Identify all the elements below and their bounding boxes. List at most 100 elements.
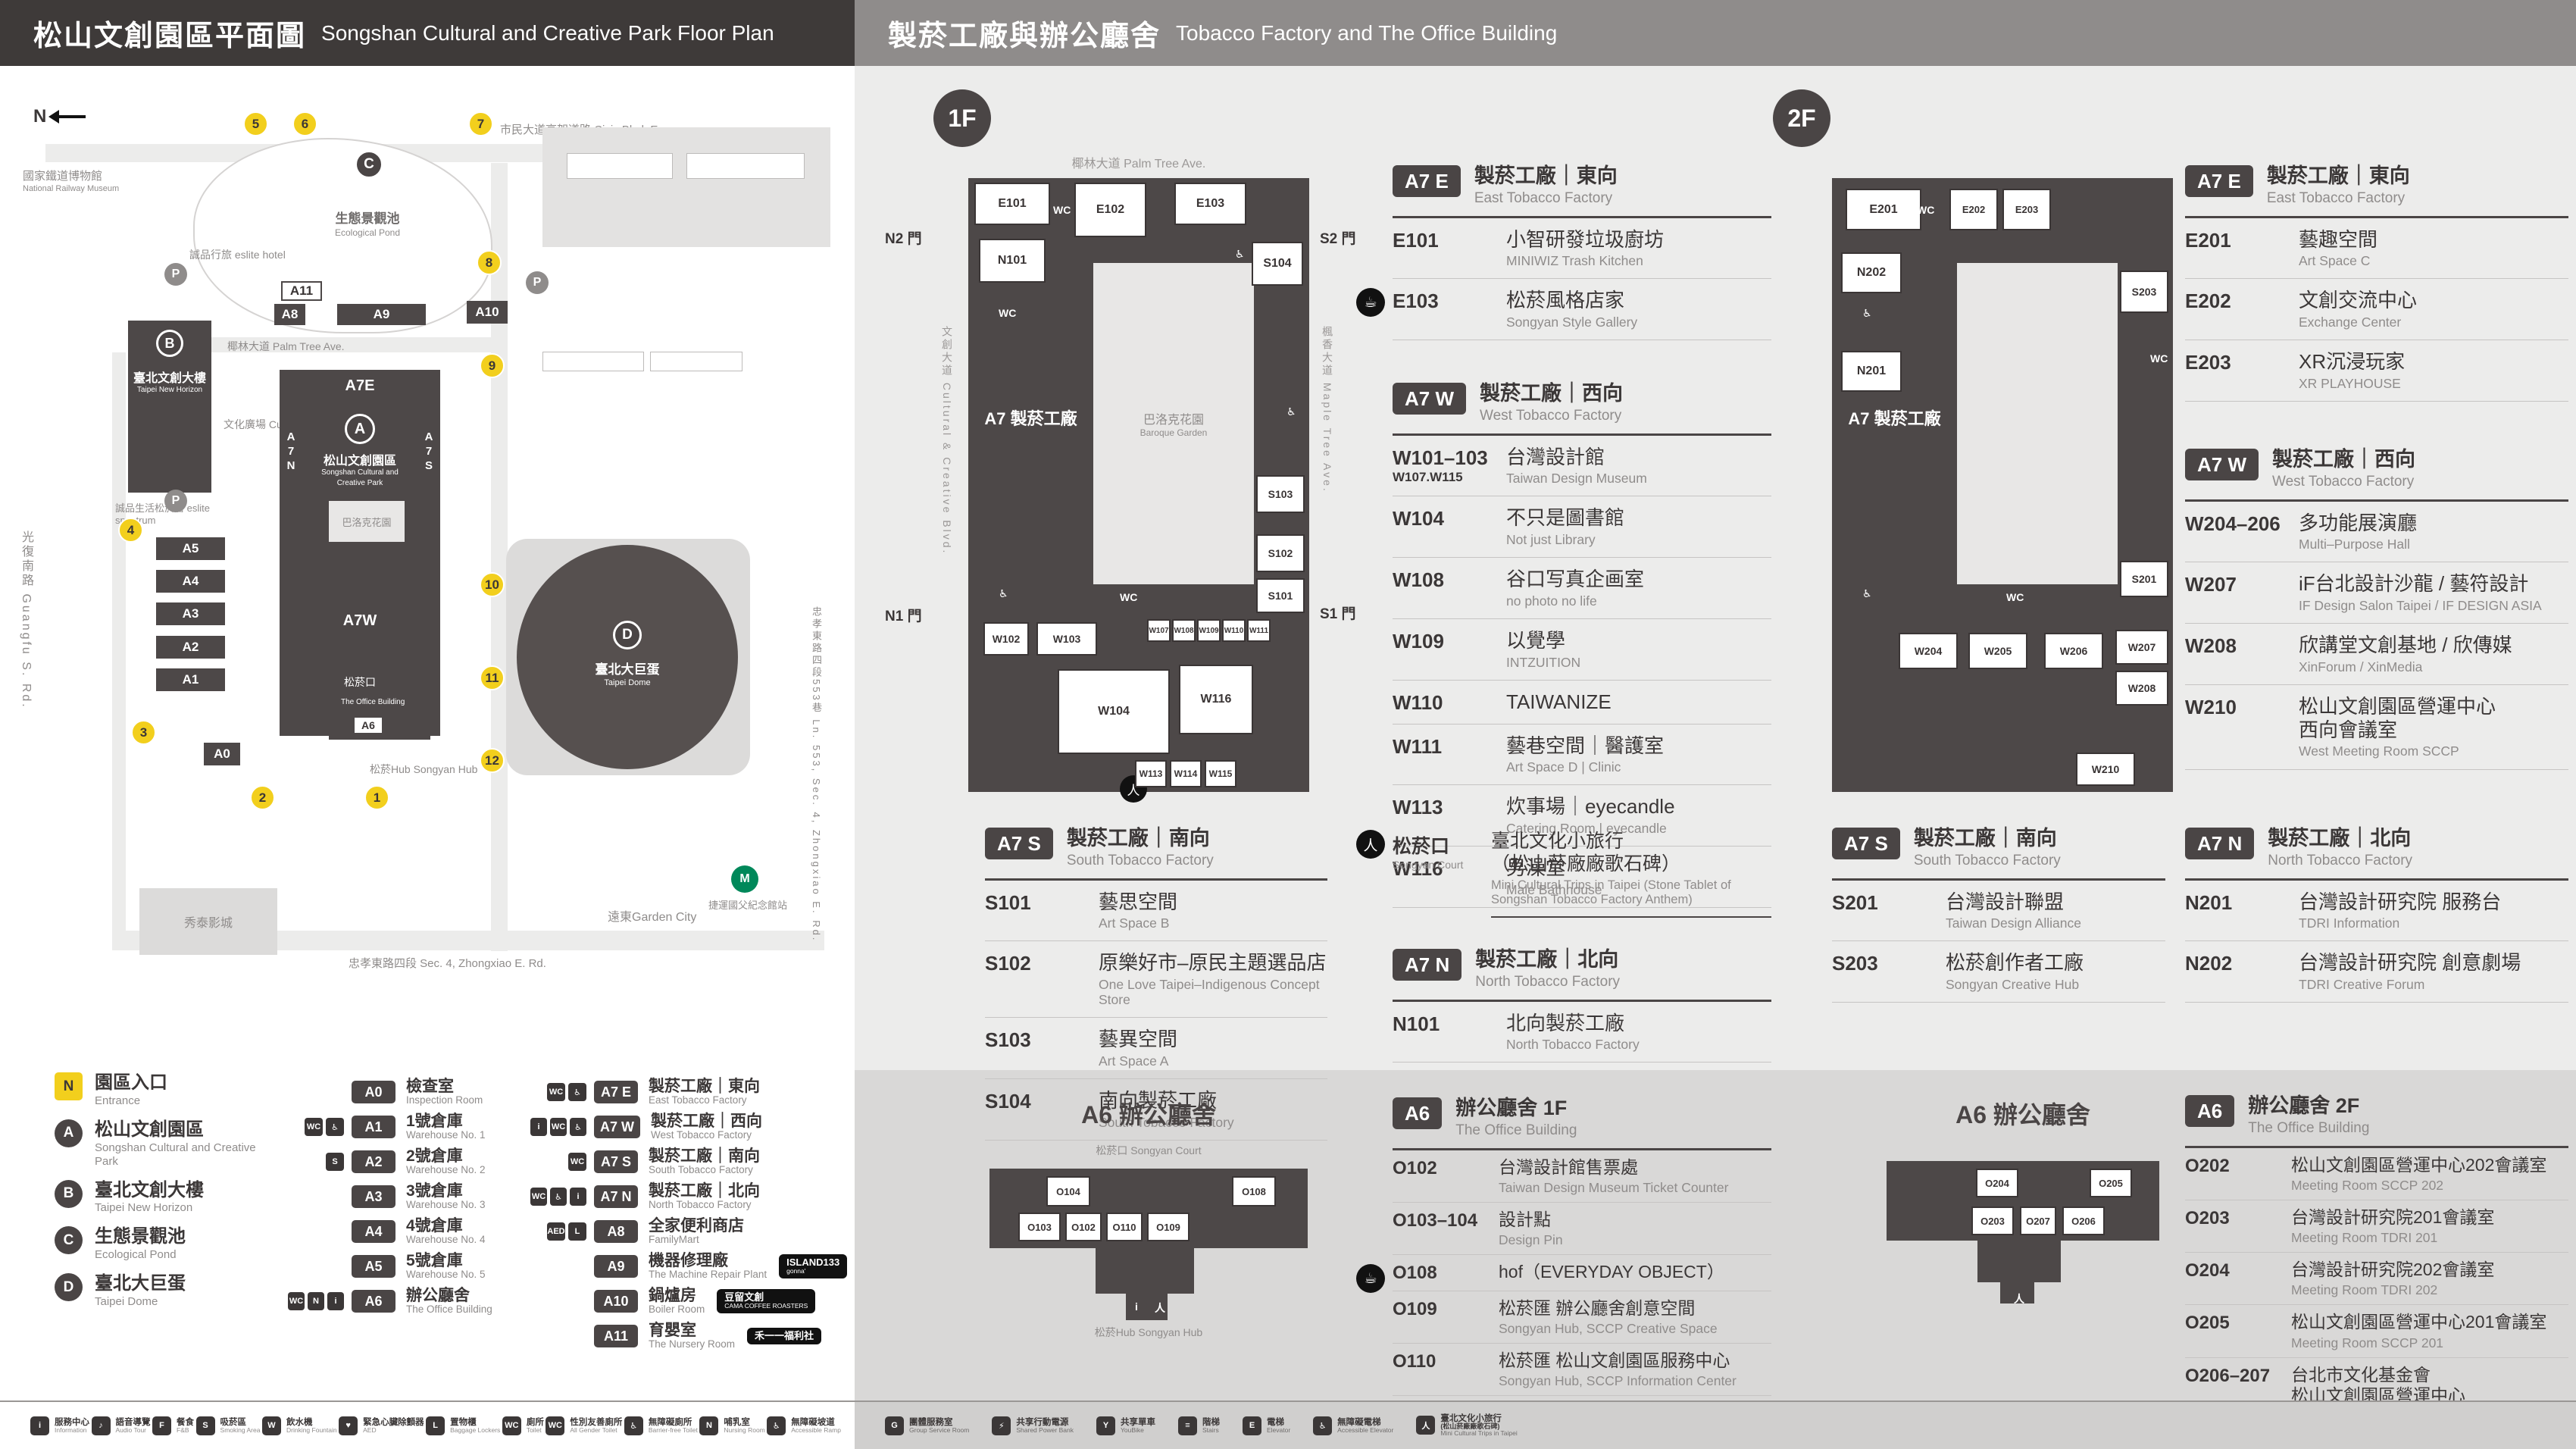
neighbor-building <box>686 153 805 179</box>
taipei-dome-oval: D 臺北大巨蛋 Taipei Dome <box>517 545 738 769</box>
amenity-mini-icon: ♿ <box>568 1083 586 1101</box>
section-badge: A7 W <box>1393 383 1466 415</box>
amenity-mini-icon: i <box>570 1188 586 1206</box>
entrance-marker-6: 6 <box>292 111 317 136</box>
plan-amenity-icon: ♿ <box>999 587 1008 599</box>
plan-amenity-icon: WC <box>1917 204 1935 216</box>
amenity-icon: WC <box>546 1416 565 1435</box>
cinema-block: 秀泰影城 <box>139 888 277 955</box>
amenity-icon: ♿ <box>624 1416 643 1435</box>
left-header-title-en: Songshan Cultural and Creative Park Floo… <box>321 20 774 45</box>
plan-amenity-icon: ♿ <box>1235 248 1245 260</box>
room-w113: W113 <box>1135 760 1167 787</box>
room-o203: O203 <box>1971 1206 2014 1235</box>
building-code-badge: A10 <box>594 1290 638 1313</box>
amenity-item: F 餐食 F&B <box>152 1416 194 1435</box>
mrt-station-label: 捷運國父紀念館站 <box>708 900 787 911</box>
amenity-bar-right: G 團體服務室 Group Service Room ⚡ 共享行動電源 <box>855 1402 2576 1449</box>
entrance-marker-7: 7 <box>468 111 493 136</box>
legend-amenity-icons: WC♿ <box>530 1083 594 1101</box>
tenant-tag: ISLAND133 gonna' <box>779 1254 848 1278</box>
building-a6-office: The Office Building A6 <box>329 690 430 740</box>
amenity-mini-icon: AED <box>547 1222 565 1241</box>
baroque-garden: 巴洛克花園 <box>329 501 405 542</box>
legend-amenity-icons: WC♿i <box>530 1188 594 1206</box>
room-o104: O104 <box>1046 1176 1090 1206</box>
legend-row: A9 機器修理廠 The Machine Repair Plant ISLAND… <box>530 1249 856 1284</box>
road-cultural-blvd <box>112 352 126 936</box>
legend-marker-row: D 臺北大巨蛋 Taipei Dome <box>55 1273 312 1309</box>
north-compass: N <box>33 106 86 127</box>
room-n201: N201 <box>1841 351 1902 392</box>
room-s203: S203 <box>2120 271 2168 313</box>
section-badge: A7 E <box>2185 165 2253 197</box>
amenity-item: E 電梯 Elevator <box>1242 1416 1290 1435</box>
entrance-marker-11: 11 <box>480 665 505 690</box>
building-code-badge: A5 <box>352 1255 395 1278</box>
amenity-mini-icon: WC <box>547 1083 565 1101</box>
a7w-map-label: A7W <box>342 612 377 629</box>
ecological-pond <box>193 138 492 333</box>
marker-a: A <box>345 414 375 444</box>
a7-building-label-1f: A7 製菸工廠 <box>984 409 1077 428</box>
plan-amenity-icon: WC <box>1053 204 1071 216</box>
amenity-icon: ♪ <box>91 1416 111 1435</box>
street-palm-ave: 椰林大道 Palm Tree Ave. <box>1071 158 1206 171</box>
taipei-dome-block: D 臺北大巨蛋 Taipei Dome <box>506 539 750 775</box>
courtyard-2f <box>1957 263 2118 584</box>
room-w111: W111 <box>1247 619 1271 642</box>
amenity-mini-icon: ♿ <box>326 1118 344 1136</box>
room-s101: S101 <box>1256 578 1305 613</box>
mrt-station-icon: M <box>731 865 758 893</box>
door-s1: S1 門 <box>1320 606 1356 622</box>
a6-wing-2f <box>1977 1241 2061 1282</box>
entrance-marker-8: 8 <box>477 250 502 275</box>
dome-annex-box <box>542 352 644 371</box>
dome-label-en: Taipei Dome <box>604 678 651 687</box>
room-s104: S104 <box>1252 242 1303 286</box>
dome-label-zh: 臺北大巨蛋 <box>595 662 660 677</box>
marker-c: C <box>355 150 383 179</box>
area-marker-icon: A <box>55 1119 83 1147</box>
amenity-mini-icon: L <box>568 1222 586 1241</box>
street-cultural-blvd: 文創大道 Cultural & Creative Blvd. <box>941 326 953 556</box>
room-e203: E203 <box>2002 189 2051 230</box>
left-header: 松山文創園區平面圖 Songshan Cultural and Creative… <box>0 0 855 66</box>
amenity-icon: S <box>195 1416 215 1435</box>
amenity-icon: F <box>152 1416 172 1435</box>
amenity-bar-left: i 服務中心 Information ♪ 語音導覽 Audio Tour <box>0 1402 855 1449</box>
room-w206: W206 <box>2044 633 2103 669</box>
amenity-item: WC 性別友善廁所 All Gender Toilet <box>546 1416 622 1435</box>
entrance-marker-2: 2 <box>250 785 275 810</box>
right-header: 製菸工廠與辦公廳舍 Tobacco Factory and The Office… <box>855 0 2576 66</box>
door-s2: S2 門 <box>1320 231 1356 247</box>
map-building-a0: A0 <box>204 743 240 765</box>
songyan-court-map-label: 松菸口 <box>344 676 376 688</box>
room-s201: S201 <box>2120 561 2168 597</box>
room-w104: W104 <box>1058 669 1170 754</box>
amenity-icon: E <box>1242 1416 1261 1435</box>
amenity-item: ♿ 無障礙坡道 Accessible Ramp <box>767 1416 841 1435</box>
building-b-taipei-new-horizon: B 臺北文創大樓 Taipei New Horizon <box>128 321 211 493</box>
entrance-marker-3: 3 <box>131 720 156 745</box>
person-icon: 人 <box>1356 830 1385 859</box>
neighbor-building <box>567 153 673 179</box>
